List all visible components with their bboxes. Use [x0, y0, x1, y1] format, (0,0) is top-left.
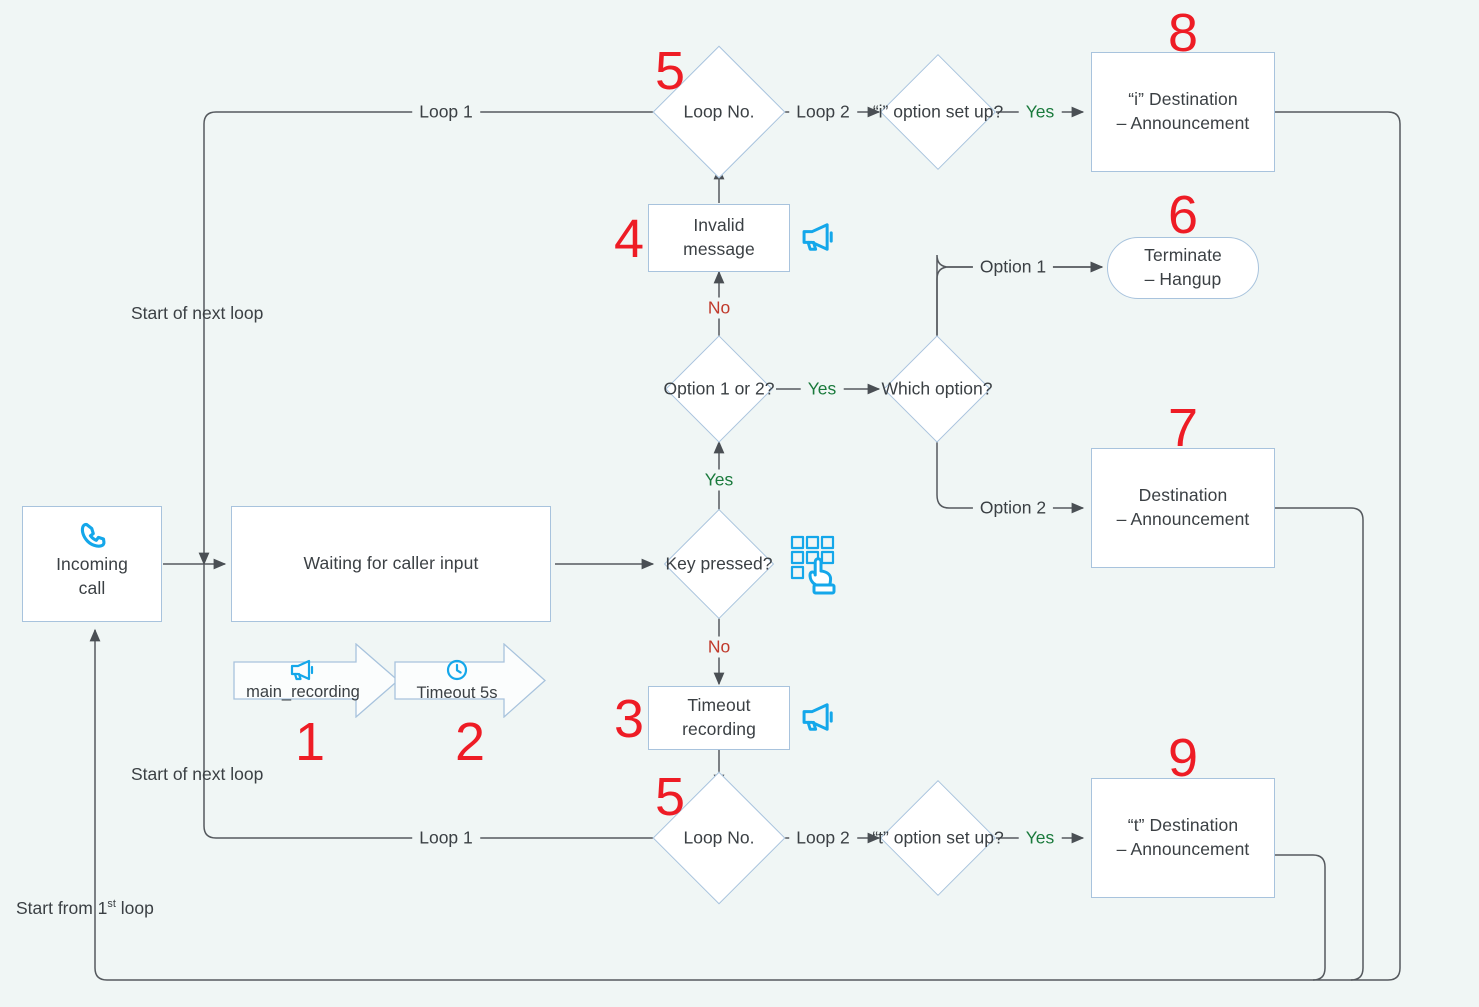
i-option-setup-line2: set up? — [945, 101, 1004, 122]
t-option-setup-line2: set up? — [946, 827, 1004, 848]
t-option-setup-line1: “t” option — [872, 827, 942, 848]
step-marker-5-top: 5 — [654, 41, 686, 101]
loop-no-bottom-label: Loop No. — [683, 827, 755, 848]
annotation-start-first-loop: Start from 1st loop — [16, 898, 154, 919]
step-marker-4: 4 — [613, 209, 645, 269]
start-first-loop-sup: st — [107, 898, 116, 911]
node-timeout-5s[interactable]: Timeout 5s — [394, 643, 546, 718]
node-option-1-or-2[interactable]: Option 1 or 2? — [664, 335, 774, 443]
option-1-or-2-line2: 1 or 2? — [719, 378, 775, 399]
timeout-5s-content: Timeout 5s — [394, 643, 546, 718]
edge-label-yes-i-option: Yes — [1018, 101, 1062, 123]
edge-label-loop2-bottom: Loop 2 — [789, 827, 857, 849]
timeout-5s-label: Timeout 5s — [416, 684, 498, 702]
node-main-recording[interactable]: main_recording — [233, 643, 399, 718]
i-option-setup-label: “i” option set up? — [868, 101, 1008, 124]
node-key-pressed[interactable]: Key pressed? — [663, 508, 775, 620]
invalid-message-line1: Invalid — [693, 215, 745, 236]
step-marker-7: 7 — [1167, 398, 1199, 458]
step-marker-1: 1 — [294, 712, 326, 772]
node-loop-no-bottom[interactable]: Loop No. — [652, 771, 786, 905]
annotation-start-next-loop-bottom: Start of next loop — [131, 764, 264, 784]
main-recording-label: main_recording — [246, 683, 360, 701]
node-incoming-call[interactable]: Incoming call — [22, 506, 162, 622]
incoming-call-line2: call — [78, 578, 106, 598]
step-marker-2: 2 — [454, 712, 486, 772]
timeout-recording-line1: Timeout — [687, 695, 751, 716]
clock-icon — [446, 659, 468, 681]
i-option-setup-line1: “i” option — [872, 101, 941, 122]
megaphone-icon — [802, 703, 833, 731]
node-waiting-for-caller-input[interactable]: Waiting for caller input — [231, 506, 551, 622]
phone-icon — [80, 522, 106, 548]
node-invalid-message-label: Invalid message — [683, 214, 755, 261]
invalid-message-line2: message — [683, 239, 755, 259]
t-option-setup-label: “t” option set up? — [868, 827, 1008, 850]
edge-label-loop2-top: Loop 2 — [789, 101, 857, 123]
node-invalid-message[interactable]: Invalid message — [648, 204, 790, 272]
destination-line2: – Announcement — [1116, 509, 1250, 529]
start-first-loop-post: loop — [115, 898, 154, 918]
terminate-line1: Terminate — [1144, 245, 1222, 266]
incoming-call-line1: Incoming — [56, 554, 128, 575]
which-option-line1: Which — [881, 378, 931, 399]
key-pressed-line1: Key — [665, 553, 696, 574]
which-option-label: Which option? — [867, 378, 1007, 401]
edge-label-yes-to-which: Yes — [800, 378, 844, 400]
node-i-destination-label: “i” Destination – Announcement — [1117, 88, 1250, 135]
node-timeout-recording-label: Timeout recording — [682, 694, 756, 741]
edge-label-loop1-top: Loop 1 — [412, 101, 480, 123]
i-destination-line1: “i” Destination — [1128, 89, 1238, 110]
edge-label-loop1-bottom: Loop 1 — [412, 827, 480, 849]
keypad-hand-icon — [790, 535, 836, 595]
node-terminate-label: Terminate – Hangup — [1144, 244, 1222, 291]
step-marker-3: 3 — [613, 689, 645, 749]
edge-label-no-option12: No — [700, 297, 738, 319]
edge-label-option-1: Option 1 — [972, 256, 1054, 278]
node-destination[interactable]: Destination – Announcement — [1091, 448, 1275, 568]
megaphone-icon — [290, 659, 314, 681]
option-1-or-2-line1: Option — [663, 378, 716, 399]
step-marker-8: 8 — [1167, 3, 1199, 63]
megaphone-icon — [802, 223, 833, 251]
loop-no-top-label: Loop No. — [683, 101, 755, 122]
node-t-destination[interactable]: “t” Destination – Announcement — [1091, 778, 1275, 898]
edge-label-option-2: Option 2 — [972, 497, 1054, 519]
node-waiting-label: Waiting for caller input — [303, 553, 479, 574]
step-marker-9: 9 — [1167, 728, 1199, 788]
timeout-recording-line2: recording — [682, 719, 756, 739]
step-marker-6: 6 — [1167, 185, 1199, 245]
key-pressed-line2: pressed? — [700, 553, 773, 574]
node-i-option-setup[interactable]: “i” option set up? — [873, 54, 1003, 170]
node-incoming-call-label: Incoming call — [56, 527, 128, 600]
node-t-option-setup[interactable]: “t” option set up? — [872, 780, 1004, 896]
destination-line1: Destination — [1138, 485, 1228, 506]
edge-label-yes-option12: Yes — [697, 469, 741, 491]
step-marker-5-bottom: 5 — [654, 767, 686, 827]
key-pressed-label: Key pressed? — [649, 553, 789, 576]
i-destination-line2: – Announcement — [1116, 113, 1250, 133]
node-t-destination-label: “t” Destination – Announcement — [1117, 814, 1250, 861]
edge-label-no-key-pressed: No — [700, 636, 738, 658]
terminate-line2: – Hangup — [1144, 269, 1222, 289]
main-recording-content: main_recording — [233, 643, 399, 718]
which-option-line2: option? — [935, 378, 993, 399]
edge-label-yes-t-option: Yes — [1018, 827, 1062, 849]
node-which-option[interactable]: Which option? — [882, 335, 992, 443]
node-destination-label: Destination – Announcement — [1117, 484, 1250, 531]
t-destination-line1: “t” Destination — [1127, 815, 1239, 836]
node-terminate-hangup[interactable]: Terminate – Hangup — [1107, 237, 1259, 299]
option-1-or-2-label: Option 1 or 2? — [649, 378, 789, 401]
t-destination-line2: – Announcement — [1116, 839, 1250, 859]
node-loop-no-top[interactable]: Loop No. — [652, 45, 786, 179]
annotation-start-next-loop-top: Start of next loop — [131, 303, 264, 323]
node-i-destination[interactable]: “i” Destination – Announcement — [1091, 52, 1275, 172]
node-timeout-recording[interactable]: Timeout recording — [648, 686, 790, 750]
start-first-loop-pre: Start from 1 — [16, 898, 108, 918]
